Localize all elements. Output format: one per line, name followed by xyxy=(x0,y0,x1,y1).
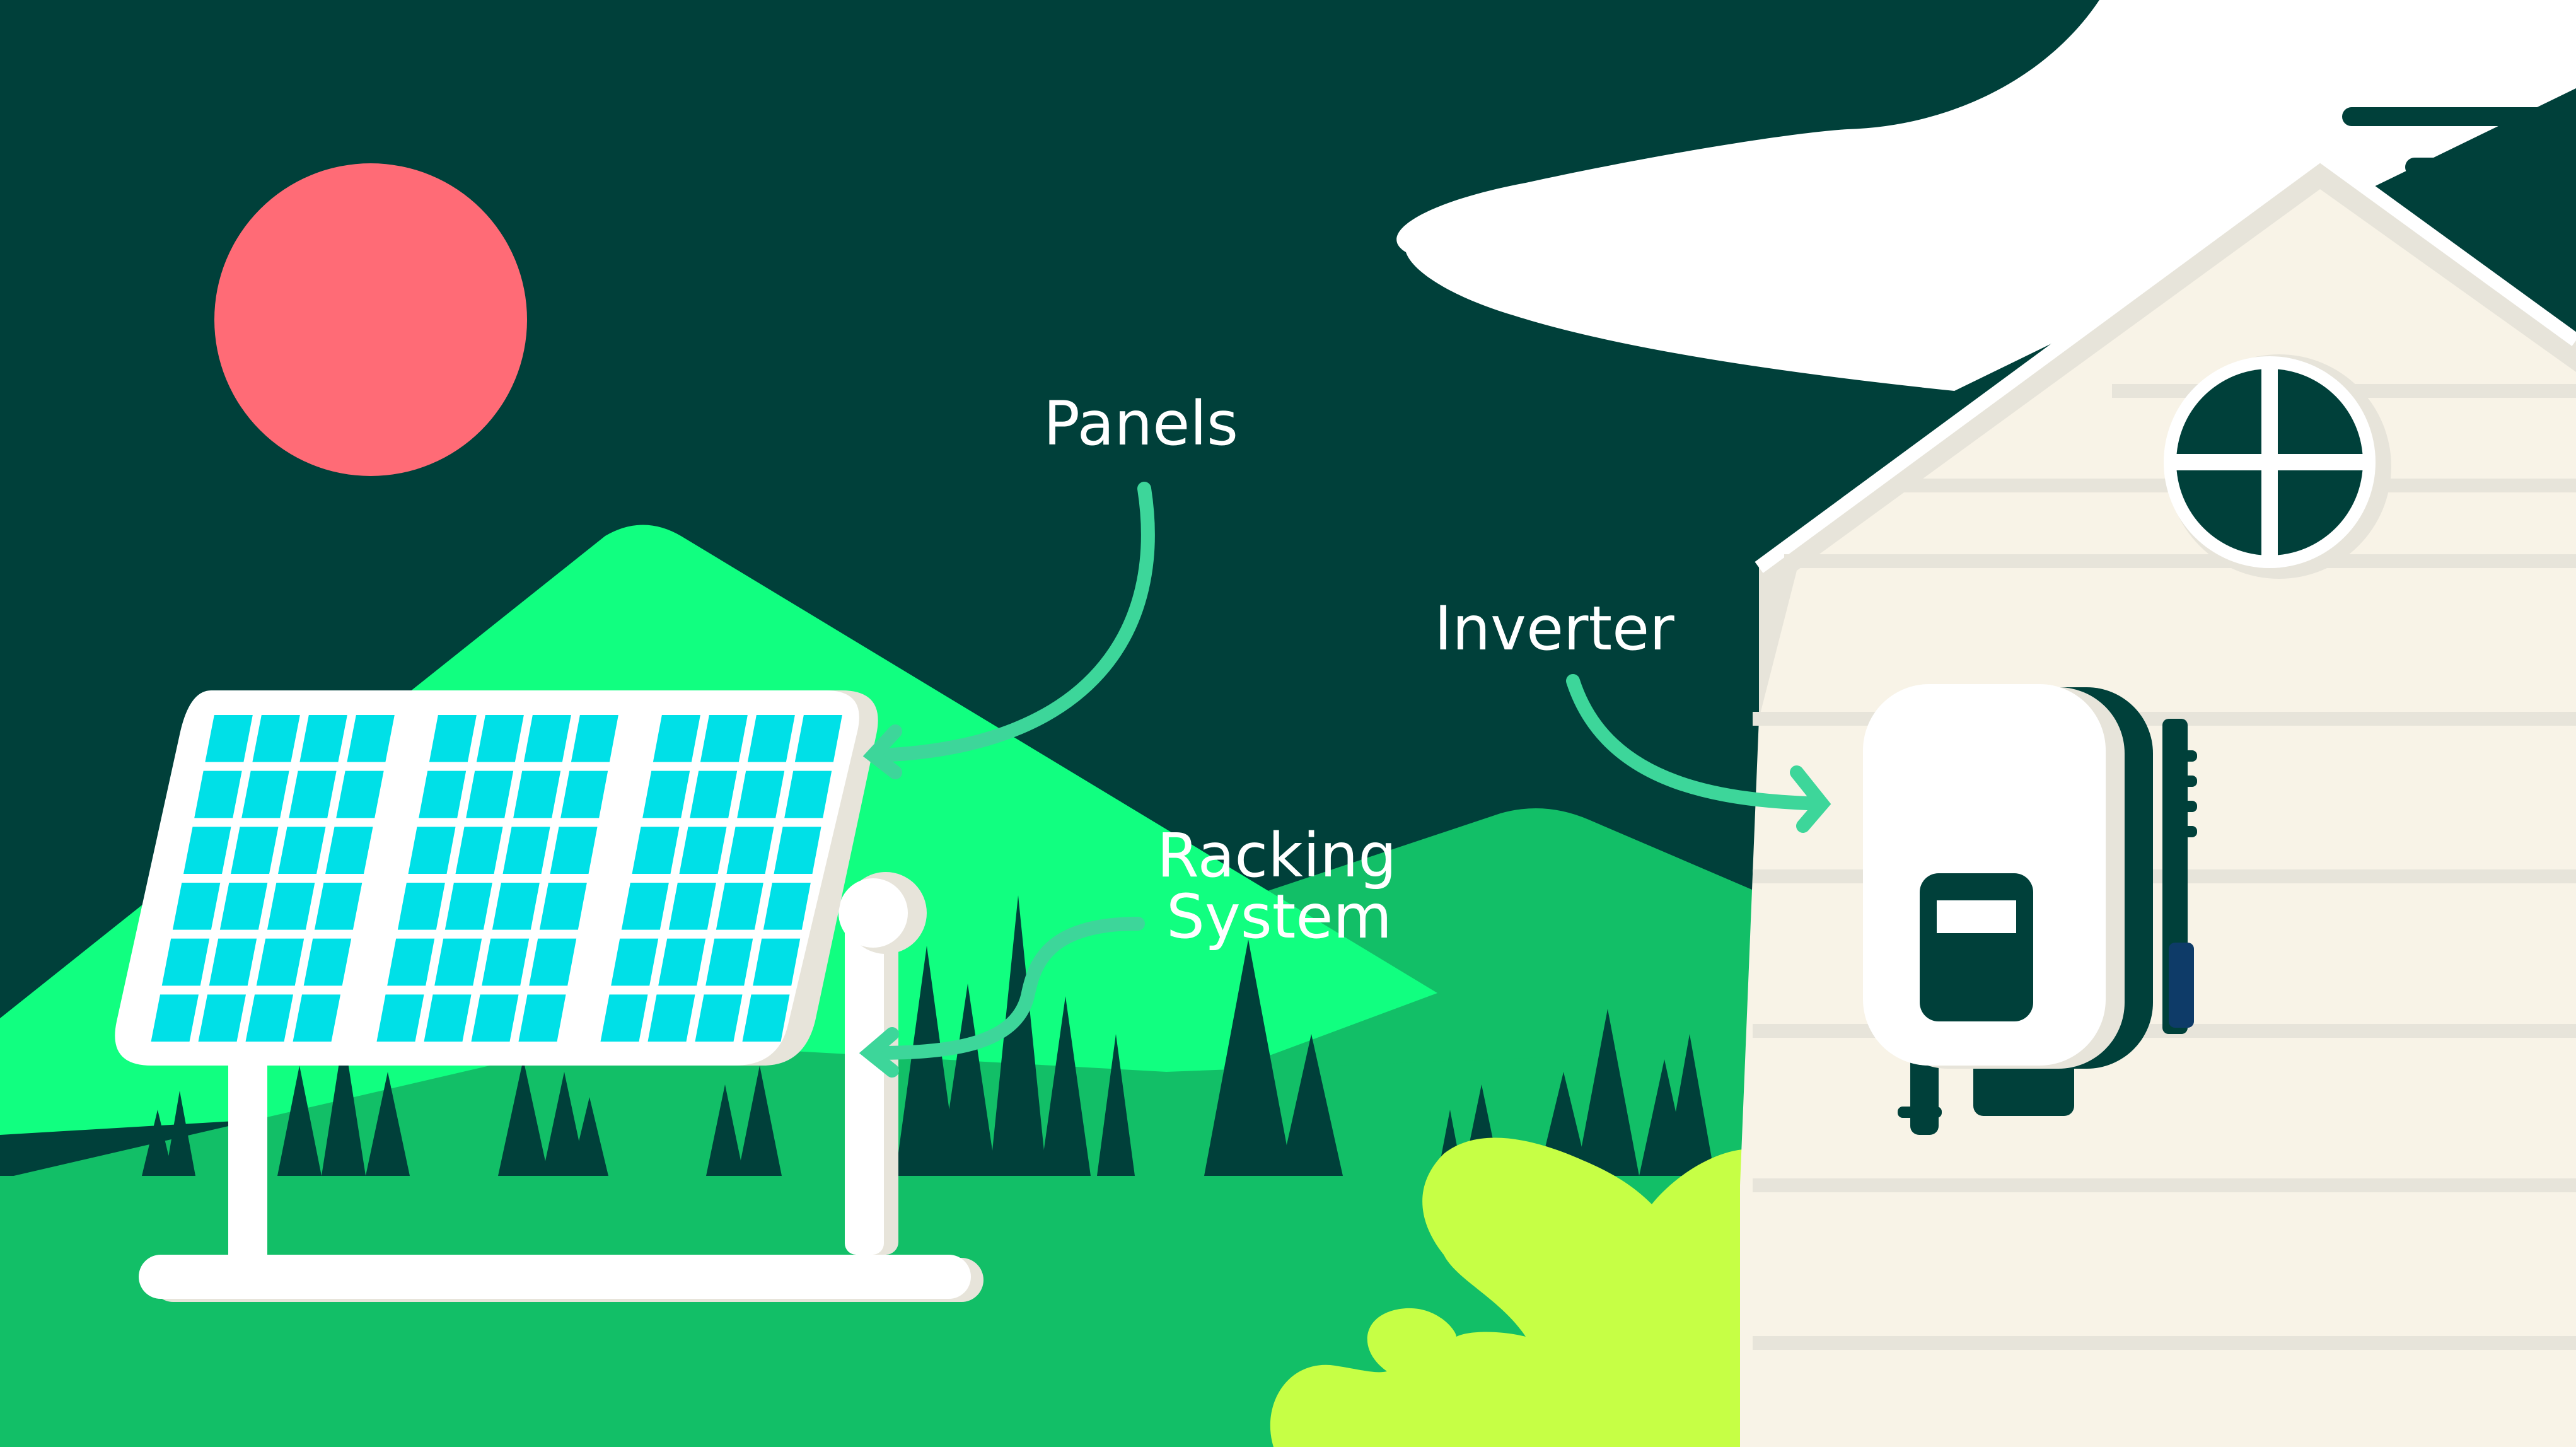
solar-cell xyxy=(763,883,811,930)
sun-icon xyxy=(214,163,527,476)
solar-cell xyxy=(245,994,294,1042)
solar-cell xyxy=(303,938,352,986)
solar-cell xyxy=(205,715,253,762)
solar-cell xyxy=(658,938,706,986)
solar-cell xyxy=(198,994,247,1042)
panels-arrow xyxy=(873,482,1155,762)
solar-cell xyxy=(336,770,384,818)
solar-cell xyxy=(299,715,347,762)
solar-cell xyxy=(419,770,467,818)
solar-cell xyxy=(376,994,424,1042)
solar-cell xyxy=(267,883,315,930)
solar-cell xyxy=(690,770,738,818)
solar-cell xyxy=(600,994,648,1042)
solar-cell xyxy=(679,827,727,874)
solar-cell xyxy=(194,770,242,818)
solar-cell xyxy=(529,938,577,986)
solar-cell xyxy=(172,883,221,930)
racking-label-line2: System xyxy=(1166,881,1392,952)
panel-cells xyxy=(151,715,842,1042)
solar-cell xyxy=(668,883,716,930)
inverter-arrow xyxy=(1566,674,1829,811)
solar-cell xyxy=(716,883,763,930)
solar-cell xyxy=(347,715,395,762)
solar-cell xyxy=(647,994,695,1042)
solar-cell xyxy=(492,883,540,930)
solar-cell xyxy=(256,938,305,986)
racking-system xyxy=(139,872,983,1302)
panels-label: Panels xyxy=(1043,388,1238,459)
solar-cell xyxy=(560,770,608,818)
solar-cell xyxy=(784,770,832,818)
solar-cell xyxy=(151,994,199,1042)
solar-cell xyxy=(455,827,503,874)
solar-cell xyxy=(774,827,821,874)
solar-cell xyxy=(482,938,530,986)
solar-cell xyxy=(219,883,268,930)
solar-cell xyxy=(293,994,341,1042)
solar-cell xyxy=(231,827,279,874)
solar-cell xyxy=(550,827,598,874)
solar-cell xyxy=(434,938,482,986)
solar-cell xyxy=(747,715,795,762)
solar-cell xyxy=(325,827,373,874)
solar-cell xyxy=(241,770,289,818)
solar-cell xyxy=(209,938,257,986)
solar-cell xyxy=(289,770,337,818)
inverter-label: Inverter xyxy=(1434,593,1674,664)
solar-cell xyxy=(314,883,363,930)
solar-cell xyxy=(476,715,524,762)
solar-cell xyxy=(705,938,753,986)
solar-cell xyxy=(539,883,587,930)
bush-icon xyxy=(1270,1137,1765,1447)
racking-arrow-head xyxy=(859,1027,899,1078)
solar-cell xyxy=(183,827,231,874)
solar-cell xyxy=(737,770,785,818)
cloud-icon xyxy=(1396,0,2576,391)
solar-cell xyxy=(742,994,790,1042)
solar-cell xyxy=(444,883,492,930)
solar-panel-icon xyxy=(115,690,878,1066)
speed-lines xyxy=(2342,107,2576,296)
racking-arrow xyxy=(866,917,1145,1060)
solar-cell xyxy=(278,827,326,874)
solar-cell xyxy=(502,827,550,874)
solar-cell xyxy=(695,994,743,1042)
round-window-icon xyxy=(2164,354,2391,579)
solar-cell xyxy=(408,827,456,874)
solar-cell xyxy=(471,994,519,1042)
solar-cell xyxy=(571,715,618,762)
solar-cell xyxy=(700,715,748,762)
callout-arrows xyxy=(859,482,1831,1078)
solar-cell xyxy=(513,770,561,818)
solar-cell xyxy=(429,715,477,762)
panels-arrow-head xyxy=(862,724,902,779)
solar-cell xyxy=(466,770,514,818)
solar-cell xyxy=(523,715,571,762)
solar-cell xyxy=(753,938,801,986)
solar-cell xyxy=(387,938,435,986)
racking-label-line1: Racking xyxy=(1157,820,1396,891)
solar-cell xyxy=(397,883,445,930)
solar-cell xyxy=(726,827,774,874)
solar-cell xyxy=(621,883,669,930)
inverter-box-icon xyxy=(1863,684,2197,1135)
solar-cell xyxy=(632,827,680,874)
solar-cell xyxy=(161,938,210,986)
solar-cell xyxy=(252,715,300,762)
solar-cell xyxy=(794,715,842,762)
solar-cell xyxy=(424,994,472,1042)
solar-cell xyxy=(611,938,659,986)
solar-cell xyxy=(518,994,566,1042)
solar-cell xyxy=(642,770,690,818)
inverter-arrow-head xyxy=(1790,765,1831,833)
solar-cell xyxy=(653,715,700,762)
